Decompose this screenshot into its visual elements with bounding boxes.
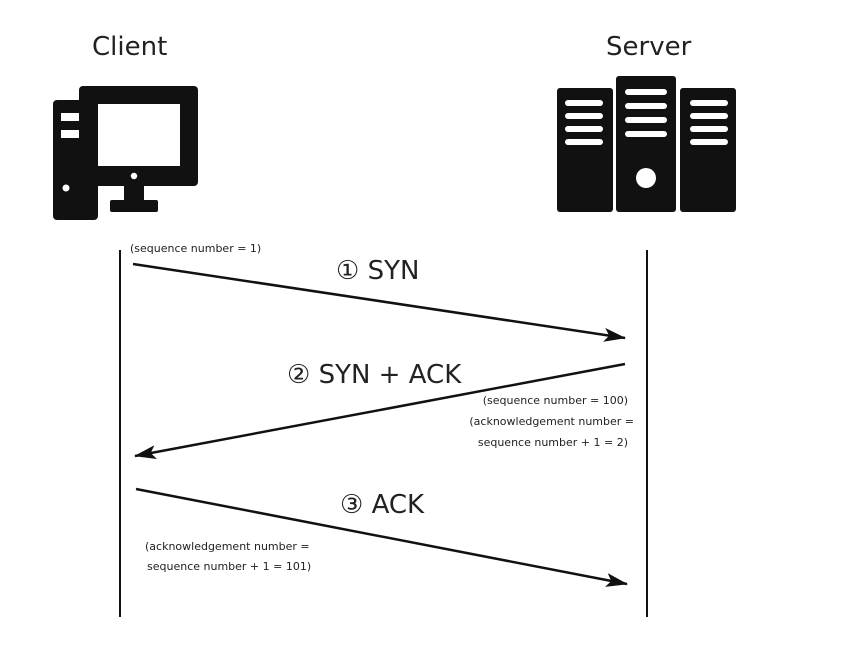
server-rack-icon <box>557 76 736 212</box>
server-label: Server <box>606 32 692 62</box>
syn-ack-ack-note-line1: (acknowledgement number = <box>469 415 634 428</box>
ack-label: ③ ACK <box>340 490 425 520</box>
syn-seq-note: (sequence number = 1) <box>130 242 262 255</box>
syn-ack-label: ② SYN + ACK <box>287 360 462 390</box>
syn-ack-ack-note-line2: sequence number + 1 = 2) <box>477 436 628 449</box>
client-label: Client <box>92 32 168 62</box>
syn-arrow <box>132 262 626 342</box>
syn-ack-seq-note: (sequence number = 100) <box>482 394 628 407</box>
ack-arrow <box>135 487 628 587</box>
ack-ack-note-line1: (acknowledgement number = <box>145 540 310 553</box>
desktop-computer-icon <box>53 86 198 220</box>
ack-ack-note-line2: sequence number + 1 = 101) <box>147 560 312 573</box>
syn-ack-arrow <box>134 362 626 460</box>
syn-label: ① SYN <box>336 256 420 286</box>
